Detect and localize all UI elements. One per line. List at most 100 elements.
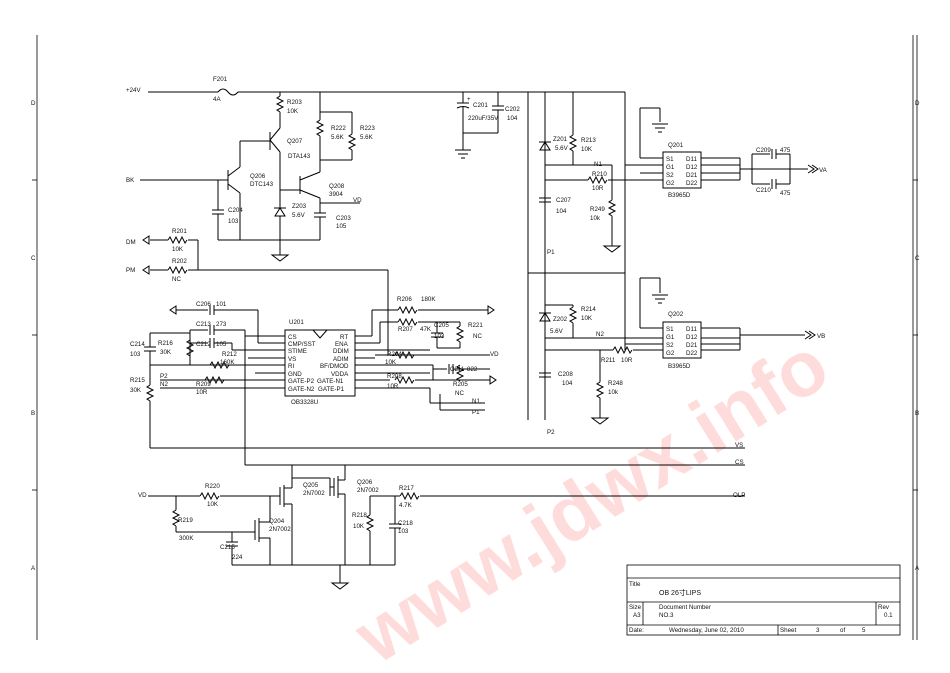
q201-pin: G2 xyxy=(666,180,675,187)
ref-c210: C210 xyxy=(756,187,771,194)
val-q201: B3965D xyxy=(668,192,691,199)
ref-r218: R218 xyxy=(352,512,367,519)
ref-q206: Q206 xyxy=(250,173,266,180)
resistor-r209 xyxy=(204,375,225,385)
ref-r204: R204 xyxy=(387,351,402,358)
u201-pin: RI xyxy=(288,363,294,370)
net-label-n1: N1 xyxy=(594,161,602,168)
date-label: Date: xyxy=(629,627,644,634)
ref-z202: Z202 xyxy=(553,316,568,323)
q201-pin: S2 xyxy=(666,172,674,179)
resistor-r218 xyxy=(365,514,375,532)
resistor-r219 xyxy=(171,509,181,527)
ref-r214: R214 xyxy=(581,306,596,313)
ground-symbol xyxy=(602,245,622,253)
ref-c203: C203 xyxy=(336,215,351,222)
val-r207: 47K xyxy=(420,326,432,333)
val-q206-mosfet: 2N7002 xyxy=(357,487,379,494)
val-r215: 30K xyxy=(130,387,142,394)
ref-q205: Q205 xyxy=(303,482,319,489)
net-label-p1: P1 xyxy=(547,249,555,256)
ref-r215: R215 xyxy=(130,377,145,384)
net-label-vd-mid: VD xyxy=(138,492,147,499)
ref-c204: C204 xyxy=(228,207,243,214)
val-r204: 10K xyxy=(385,359,397,366)
net-label-p1-low: P1 xyxy=(472,409,480,416)
ref-q201: Q201 xyxy=(668,142,684,149)
resistor-r213 xyxy=(568,134,578,152)
ref-q208: Q208 xyxy=(329,183,345,190)
val-c214: 103 xyxy=(130,351,141,358)
ref-r203: R203 xyxy=(287,99,302,106)
ref-c205: C205 xyxy=(434,322,449,329)
ref-c213: C213 xyxy=(196,321,211,328)
val-r211: 10R xyxy=(621,357,633,364)
polarity-mark: + xyxy=(467,96,471,103)
net-label-vd-right: VD xyxy=(490,351,499,358)
val-q205: 2N7002 xyxy=(303,490,325,497)
rev-value: 0.1 xyxy=(884,612,893,619)
q202-pin: D21 xyxy=(686,342,698,349)
of-value: 5 xyxy=(862,627,866,634)
zener-z203 xyxy=(274,207,286,217)
val-z202: 5.6V xyxy=(550,328,564,335)
u201-pin: CS xyxy=(288,334,297,341)
resistor-r201 xyxy=(167,235,188,245)
val-q207: DTA143 xyxy=(288,153,311,160)
ground-symbol xyxy=(652,123,668,133)
q202-pin: S2 xyxy=(666,342,674,349)
net-label-va: VA xyxy=(819,167,828,174)
ref-r205: R205 xyxy=(453,381,468,388)
fuse-symbol xyxy=(217,88,239,96)
ref-r213: R213 xyxy=(581,137,596,144)
resistor-r222 xyxy=(315,119,325,137)
val-r208: 10R xyxy=(387,383,399,390)
resistor-r248 xyxy=(595,381,605,399)
val-c212: 105 xyxy=(216,341,227,348)
border-letter-left: B xyxy=(31,410,35,417)
ref-z203: Z203 xyxy=(292,203,307,210)
u201-pin: ENA xyxy=(335,341,349,348)
ref-c211: C211 xyxy=(450,366,465,373)
val-c211: 822 xyxy=(467,366,478,373)
q202-pin: D11 xyxy=(686,326,697,333)
u201-pin: BF/DMOD xyxy=(320,363,349,370)
val-c202: 104 xyxy=(507,115,518,122)
ref-r208: R208 xyxy=(387,373,402,380)
net-label-bk: BK xyxy=(126,177,135,184)
net-label-dm: DM xyxy=(126,239,136,246)
size-label: Size xyxy=(629,604,642,611)
val-r219: 300K xyxy=(179,535,194,542)
resistor-r211 xyxy=(612,345,633,355)
title-label: Title xyxy=(629,581,641,588)
val-q202: B3965D xyxy=(668,363,691,370)
val-r216: 30K xyxy=(160,349,172,356)
zener-z202 xyxy=(539,312,551,322)
val-c213: 273 xyxy=(216,321,227,328)
ref-c212: C212 xyxy=(196,341,211,348)
val-r214: 10K xyxy=(581,315,593,322)
net-label-p2: P2 xyxy=(547,429,555,436)
q201-driver-section: Z201 5.6V R213 10K N1 R210 10R C207 104 … xyxy=(527,92,828,420)
resistor-r221 xyxy=(455,325,465,343)
u201-pin: VS xyxy=(288,356,296,363)
val-q206: DTC143 xyxy=(250,181,274,188)
net-label-vs: VS xyxy=(735,442,743,449)
bulk-capacitors: + C201 220uF/35V C202 104 xyxy=(455,92,520,159)
u201-pin: GATE-P2 xyxy=(288,378,315,385)
ref-r206: R206 xyxy=(397,296,412,303)
val-r213: 10K xyxy=(581,146,593,153)
ref-z201: Z201 xyxy=(553,136,568,143)
u201-controller-section: U201 OB3328U CS CMP/SST STIME VS RI GND … xyxy=(130,296,499,465)
ref-q204: Q204 xyxy=(269,518,285,525)
q202-driver-section: Z202 5.6V R214 10K N2 R211 10R C208 104 … xyxy=(528,272,825,436)
net-label-olp: OLP xyxy=(733,492,745,499)
resistor-r217 xyxy=(399,491,420,501)
net-label-n1-low: N1 xyxy=(472,398,480,405)
val-r248: 10k xyxy=(608,389,619,396)
ref-r201: R201 xyxy=(172,228,187,235)
val-c208: 104 xyxy=(562,380,573,387)
q202-pin: G2 xyxy=(666,350,675,357)
val-c203: 105 xyxy=(336,223,347,230)
